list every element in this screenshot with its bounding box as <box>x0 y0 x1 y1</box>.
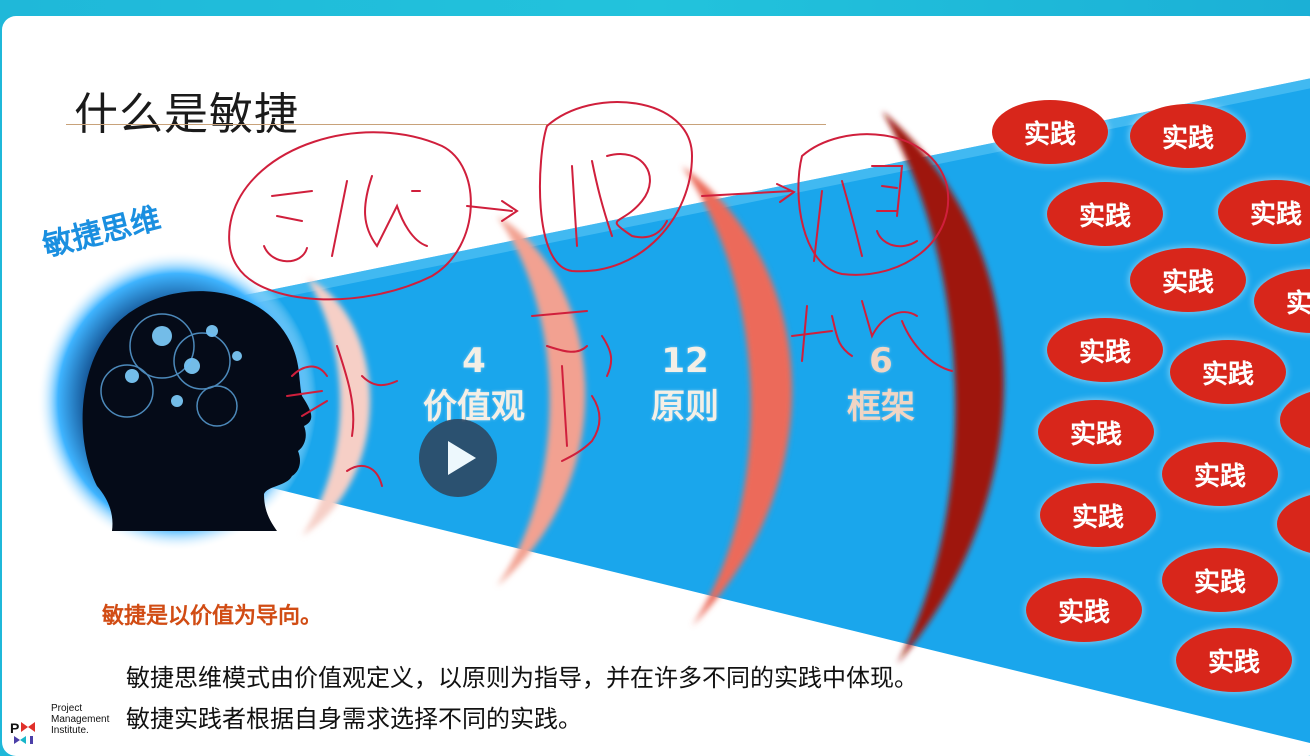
video-play-button[interactable] <box>419 419 497 497</box>
ring-label-principles: 12 原则 <box>630 338 740 430</box>
practice-bubble: 实践 <box>1218 180 1310 244</box>
practice-bubble: 实践 <box>1130 104 1246 168</box>
logo-line-2: Management <box>51 714 110 725</box>
logo-line-3: Institute. <box>51 725 89 736</box>
practice-bubble: 实践 <box>1162 442 1278 506</box>
ring-number: 6 <box>869 341 893 381</box>
ring-frameworks <box>682 166 793 626</box>
ring-text: 框架 <box>847 387 915 427</box>
ring-practices <box>882 111 1004 664</box>
logo-line-1: Project <box>51 703 83 714</box>
description-line-2: 敏捷实践者根据自身需求选择不同的实践。 <box>126 705 582 733</box>
ring-text: 原则 <box>651 387 719 427</box>
slide-canvas: 什么是敏捷 敏捷思维 4 价值观 12 原则 6 框架 实践 实践 实践 实践 … <box>2 16 1310 756</box>
ring-label-frameworks: 6 框架 <box>826 338 936 430</box>
play-icon <box>448 441 476 475</box>
pmi-logo-icon: P <box>10 720 35 744</box>
ring-label-values: 4 价值观 <box>414 338 534 430</box>
description-line-1: 敏捷思维模式由价值观定义，以原则为指导，并在许多不同的实践中体现。 <box>126 664 918 692</box>
ring-principles <box>497 216 586 586</box>
practice-bubble: 实践 <box>1038 400 1154 464</box>
page-title: 什么是敏捷 <box>74 89 299 140</box>
practice-bubble: 实践 <box>992 100 1108 164</box>
logo-text: Project Management Institute. <box>51 703 109 736</box>
practice-bubble: 实践 <box>1047 182 1163 246</box>
title-divider <box>66 124 826 125</box>
svg-text:P: P <box>10 720 19 736</box>
ring-number: 4 <box>462 341 486 381</box>
ring-text: 价值观 <box>423 387 525 427</box>
beam-shape <box>142 78 1310 744</box>
brain-lights <box>125 325 242 407</box>
practice-bubble: 实践 <box>1026 578 1142 642</box>
practice-bubble: 实践 <box>1176 628 1292 692</box>
practice-bubble: 实践 <box>1040 483 1156 547</box>
lead-statement: 敏捷是以价值为导向。 <box>102 604 323 629</box>
ring-number: 12 <box>661 341 709 381</box>
practice-bubble: 实践 <box>1130 248 1246 312</box>
practice-bubble: 实践 <box>1170 340 1286 404</box>
practice-bubble: 实践 <box>1162 548 1278 612</box>
brain-circuits <box>100 313 238 427</box>
practice-bubble: 实践 <box>1047 318 1163 382</box>
